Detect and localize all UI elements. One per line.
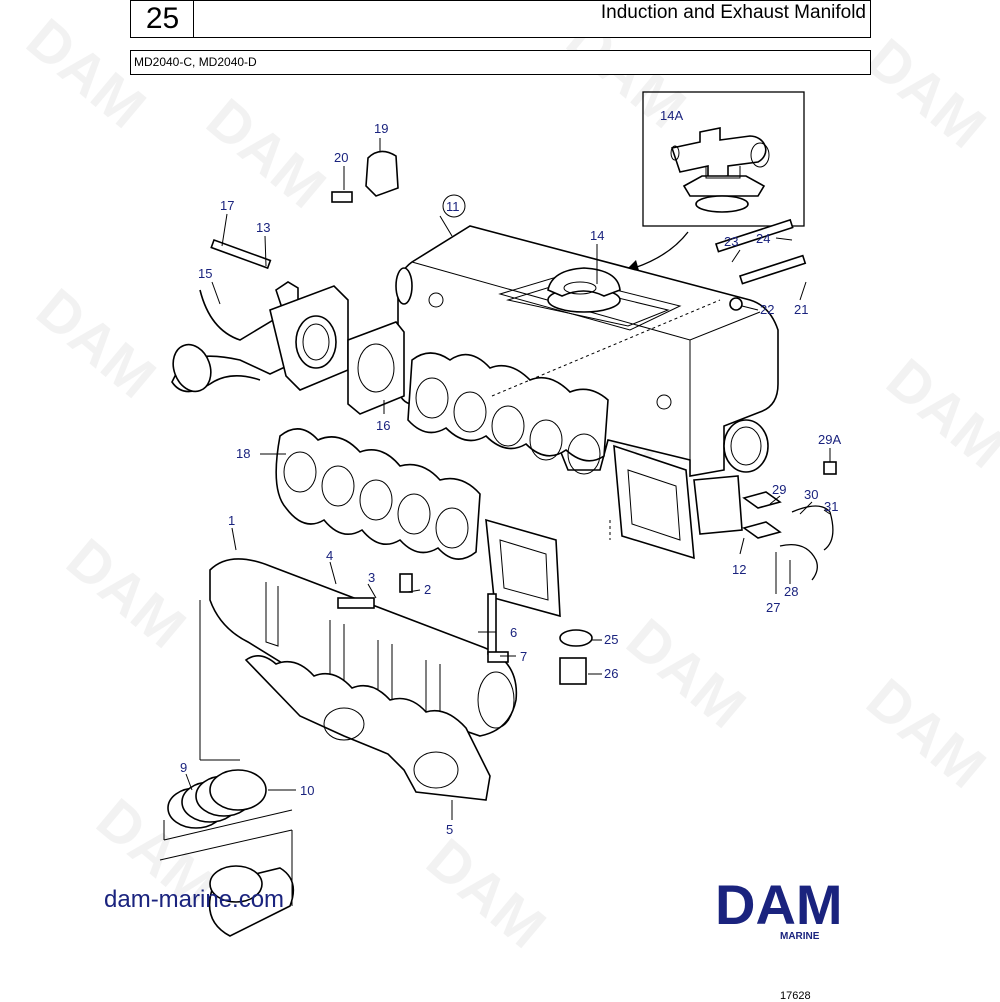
callout-6: 6: [510, 625, 517, 640]
callout-4: 4: [326, 548, 333, 563]
callout-3: 3: [368, 570, 375, 585]
exhaust-gasket: [407, 352, 609, 462]
page-title: Induction and Exhaust Manifold: [193, 0, 871, 38]
drawing-number: 17628: [780, 990, 811, 1002]
inset-detail-14a: 14A: [642, 91, 805, 227]
callout-14: 14: [590, 228, 604, 243]
intake-gasket: [244, 655, 491, 801]
callout-7: 7: [520, 649, 527, 664]
callout-14a-label: 14A: [660, 108, 683, 123]
filler-cap: [547, 267, 621, 313]
callout-29a: 29A: [818, 432, 841, 447]
section-number: 25: [130, 0, 194, 38]
callout-17: 17: [220, 198, 234, 213]
callout-5: 5: [446, 822, 453, 837]
callout-15: 15: [198, 266, 212, 281]
callout-27: 27: [766, 600, 780, 615]
callout-10: 10: [300, 783, 314, 798]
website-link[interactable]: dam-marine.com: [104, 886, 285, 913]
callout-21: 21: [794, 302, 808, 317]
callout-2: 2: [424, 582, 431, 597]
callout-19: 19: [374, 121, 388, 136]
callout-22: 22: [760, 302, 774, 317]
callout-11: 11: [446, 199, 460, 214]
fittings: [210, 150, 837, 685]
elbow-gasket: [347, 321, 405, 415]
exhaust-elbow: [171, 281, 349, 393]
model-designation: MD2040-C, MD2040-D: [130, 50, 871, 75]
callout-16: 16: [376, 418, 390, 433]
callout-29: 29: [772, 482, 786, 497]
callout-30: 30: [804, 487, 818, 502]
callout-9: 9: [180, 760, 187, 775]
callout-12: 12: [732, 562, 746, 577]
callout-25: 25: [604, 632, 618, 647]
callout-23: 23: [724, 234, 738, 249]
callout-1: 1: [228, 513, 235, 528]
callout-20: 20: [334, 150, 348, 165]
callout-26: 26: [604, 666, 618, 681]
callout-18: 18: [236, 446, 250, 461]
callout-28: 28: [784, 584, 798, 599]
inlet-gasket: [275, 428, 481, 560]
logo-text: DAM: [715, 876, 843, 932]
callout-24: 24: [756, 231, 770, 246]
hose-and-clamp: [167, 769, 295, 937]
dam-logo: DAM: [715, 876, 843, 932]
logo-subtitle: MARINE: [780, 931, 820, 942]
callout-31: 31: [824, 499, 838, 514]
callout-13: 13: [256, 220, 270, 235]
